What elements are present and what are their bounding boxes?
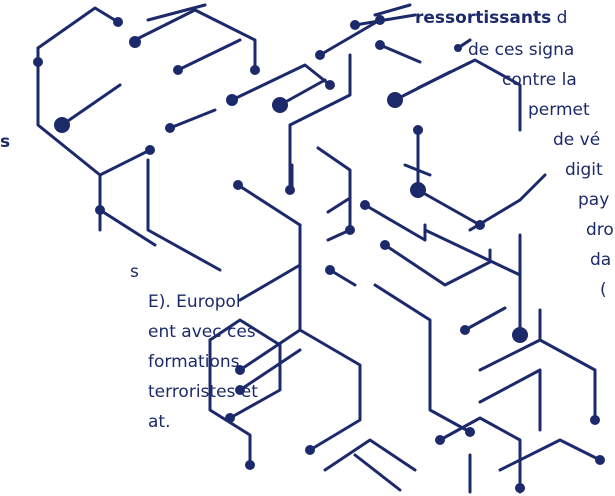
- left-line-5: terroristes et: [148, 382, 258, 402]
- circuit-lines: [36, 3, 602, 494]
- right-bold-word: ressortissants: [415, 8, 552, 28]
- left-line-1: s: [130, 262, 139, 282]
- right-line-2: contre la: [502, 70, 577, 90]
- left-line-3: ent avec ces: [148, 322, 256, 342]
- right-line-1: de ces signa: [468, 40, 575, 60]
- right-bold-line: ressortissants d: [415, 8, 567, 28]
- right-line-3: permet: [528, 100, 590, 120]
- right-bold-tail: d: [556, 8, 568, 28]
- left-heading-fragment: s: [0, 132, 11, 152]
- right-line-4: de vé: [553, 130, 601, 150]
- right-line-8: da: [590, 250, 612, 270]
- left-line-4: formations: [148, 352, 240, 372]
- left-line-2: E). Europol: [148, 292, 241, 312]
- circuit-nodes: [33, 15, 605, 493]
- right-line-5: digit: [565, 160, 603, 180]
- left-line-6: at.: [148, 412, 171, 432]
- right-line-9: (: [600, 280, 607, 300]
- right-line-7: dro: [586, 220, 614, 240]
- right-line-6: pay: [578, 190, 610, 210]
